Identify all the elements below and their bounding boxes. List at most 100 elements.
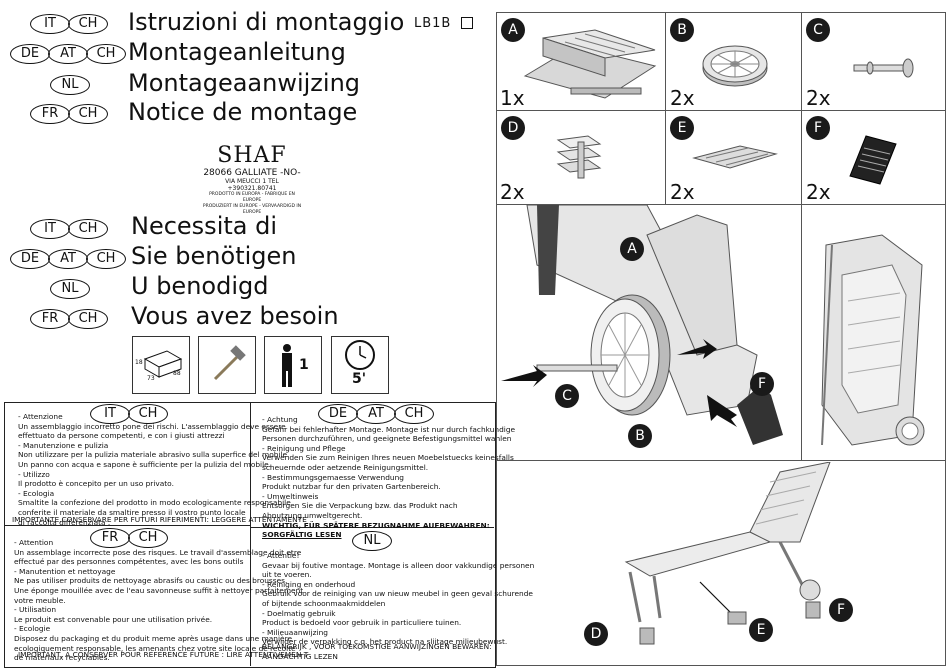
- lang-tag-ch: CH: [68, 219, 108, 239]
- part-qty-d: 2x: [500, 180, 525, 204]
- step3-label-f: F: [829, 598, 853, 622]
- part-qty-b: 2x: [670, 86, 695, 110]
- text-line: Produkt nutzbar fur den privaten Gartenb…: [262, 482, 441, 492]
- text-line: Un assemblaggio incorretto pone dei risc…: [18, 421, 286, 431]
- part-a-lounger-folded: [523, 29, 657, 99]
- box-dim-width: 73: [147, 375, 155, 382]
- footer-fr: IMPORTANT, A CONSERVER POUR REFERENCE FU…: [18, 650, 309, 659]
- lang-tag-fr: FR: [30, 104, 70, 124]
- text-line: effettuato da persone competenti, e con …: [18, 431, 225, 441]
- lang-tag-it: IT: [30, 219, 70, 239]
- part-e-foot-cap: [692, 145, 778, 169]
- grid-line: [801, 204, 802, 460]
- needs-it: Necessita di: [131, 212, 278, 240]
- divider-horizontal-right: [250, 527, 494, 528]
- step-folded-lounger-illustration: [821, 234, 925, 446]
- diagram-panel: [496, 12, 946, 666]
- text-line: uit te voeren.: [262, 570, 312, 580]
- checkbox-icon: [461, 17, 473, 29]
- text-line: votre meuble.: [14, 595, 66, 605]
- text-line: - Reiniging en onderhoud: [262, 579, 356, 589]
- text-line: - Ecologia: [18, 488, 55, 498]
- part-label-b: B: [670, 18, 694, 42]
- lang-tag-nl: NL: [50, 75, 90, 95]
- hammer-icon: [198, 336, 256, 394]
- product-code: LB1B: [414, 16, 452, 31]
- made-in-line-2: PRODUZIERT IN EUROPE - VERVAARDIGD IN EU…: [202, 204, 302, 215]
- title-nl: Montageaanwijzing: [128, 69, 361, 97]
- text-line: - Manutention et nettoyage: [14, 566, 116, 576]
- grid-line: [496, 110, 945, 111]
- part-qty-f: 2x: [806, 180, 831, 204]
- lang-tag-ch: CH: [86, 249, 126, 269]
- step1-label-b: B: [628, 424, 652, 448]
- text-line: Une éponge mouillée avec de l'eau savonn…: [14, 585, 304, 595]
- needs-nl: U benodigd: [131, 272, 269, 300]
- footer-de-2: SORGFÄLTIG LESEN: [262, 530, 342, 540]
- footer-de: WICHTIG, FÜR SPÄTERE BEZUGNAHME AUFBEWAH…: [262, 520, 490, 530]
- lang-tag-at: AT: [48, 249, 88, 269]
- company-logo: SHAF: [217, 143, 287, 168]
- company-city: 28066 GALLIATE -NO-: [203, 168, 301, 178]
- text-line: Ne pas utiliser produits de nettoyage ab…: [14, 576, 288, 586]
- step1-label-c: C: [555, 384, 579, 408]
- step1-label-a: A: [620, 237, 644, 261]
- title-fr: Notice de montage: [128, 98, 358, 126]
- title-it: Istruzioni di montaggio: [128, 8, 405, 36]
- footer-nl: BELANGRIJK , VOOR TOEKOMSTIGE AANWIJZING…: [262, 642, 492, 661]
- text-line: - Achtung: [262, 415, 298, 424]
- lang-tag-ch: CH: [86, 44, 126, 64]
- persons-count: 1: [299, 357, 309, 373]
- lang-tag-fr: FR: [30, 309, 70, 329]
- lang-tag-ch: CH: [128, 404, 168, 424]
- title-de: Montageanleitung: [128, 38, 346, 66]
- lang-tag-de: DE: [10, 44, 50, 64]
- grid-line: [496, 460, 945, 461]
- step-wheel-assembly-illustration: [501, 205, 783, 445]
- divider-horizontal-left: [4, 525, 250, 526]
- lang-tag-ch: CH: [394, 404, 434, 424]
- divider-vertical: [250, 402, 251, 666]
- part-d-foot-cap: [556, 135, 602, 179]
- part-qty-a: 1x: [500, 86, 525, 110]
- text-line: - Utilisation: [14, 605, 57, 615]
- text-line: Gevaar bij foutive montage. Montage is a…: [262, 560, 535, 570]
- text-line: - Attention: [14, 538, 54, 547]
- step3-label-d: D: [584, 622, 608, 646]
- lang-tag-de: DE: [10, 249, 50, 269]
- text-line: Le produit est convenable pour une utili…: [14, 614, 213, 624]
- step3-label-e: E: [749, 618, 773, 642]
- lang-tag-nl: NL: [50, 279, 90, 299]
- text-line: Entsorgen Sie die Verpackung bzw. das Pr…: [262, 501, 458, 511]
- text-line: Smaltite la confezione del prodotto in m…: [18, 498, 291, 508]
- part-qty-e: 2x: [670, 180, 695, 204]
- text-line: Un panno con acqua e sapone è sufficient…: [18, 459, 272, 469]
- needs-de: Sie benötigen: [131, 242, 297, 270]
- grid-line: [496, 204, 945, 205]
- box-dim-height: 18: [135, 359, 143, 366]
- section-it: - Attenzione Un assemblaggio incorretto …: [18, 412, 291, 527]
- box-dimensions-icon: 18 73 88: [132, 336, 190, 394]
- part-qty-c: 2x: [806, 86, 831, 110]
- grid-line: [801, 12, 802, 204]
- lang-tag-at: AT: [48, 44, 88, 64]
- text-line: - Attenzione: [18, 412, 63, 421]
- text-line: - Attentie!: [262, 551, 300, 560]
- company-address: VIA MEUCCI 1 TEL +390321.80741: [225, 178, 279, 192]
- lang-tag-ch: CH: [68, 309, 108, 329]
- part-f-bracket: [849, 135, 897, 185]
- text-line: of bijtende schoonmaakmiddelen: [262, 598, 386, 608]
- lang-tag-ch: CH: [68, 104, 108, 124]
- lang-tag-nl: NL: [352, 531, 392, 551]
- section-de: - Achtung Gefahr bei fehlerhafter Montag…: [262, 415, 515, 540]
- text-line: Non utilizzare per la pulizia materiale …: [18, 450, 290, 460]
- lang-tag-ch: CH: [128, 528, 168, 548]
- text-line: - Utilizzo: [18, 469, 50, 479]
- text-line: Personen durchzuführen, und geeignete Be…: [262, 434, 512, 444]
- part-label-e: E: [670, 116, 694, 140]
- part-label-f: F: [806, 116, 830, 140]
- clock-icon: 5': [331, 336, 389, 394]
- section-nl: - Attentie! Gevaar bij foutive montage. …: [262, 551, 534, 647]
- step1-label-f: F: [750, 372, 774, 396]
- text-line: - Manutenzione e pulizia: [18, 440, 109, 450]
